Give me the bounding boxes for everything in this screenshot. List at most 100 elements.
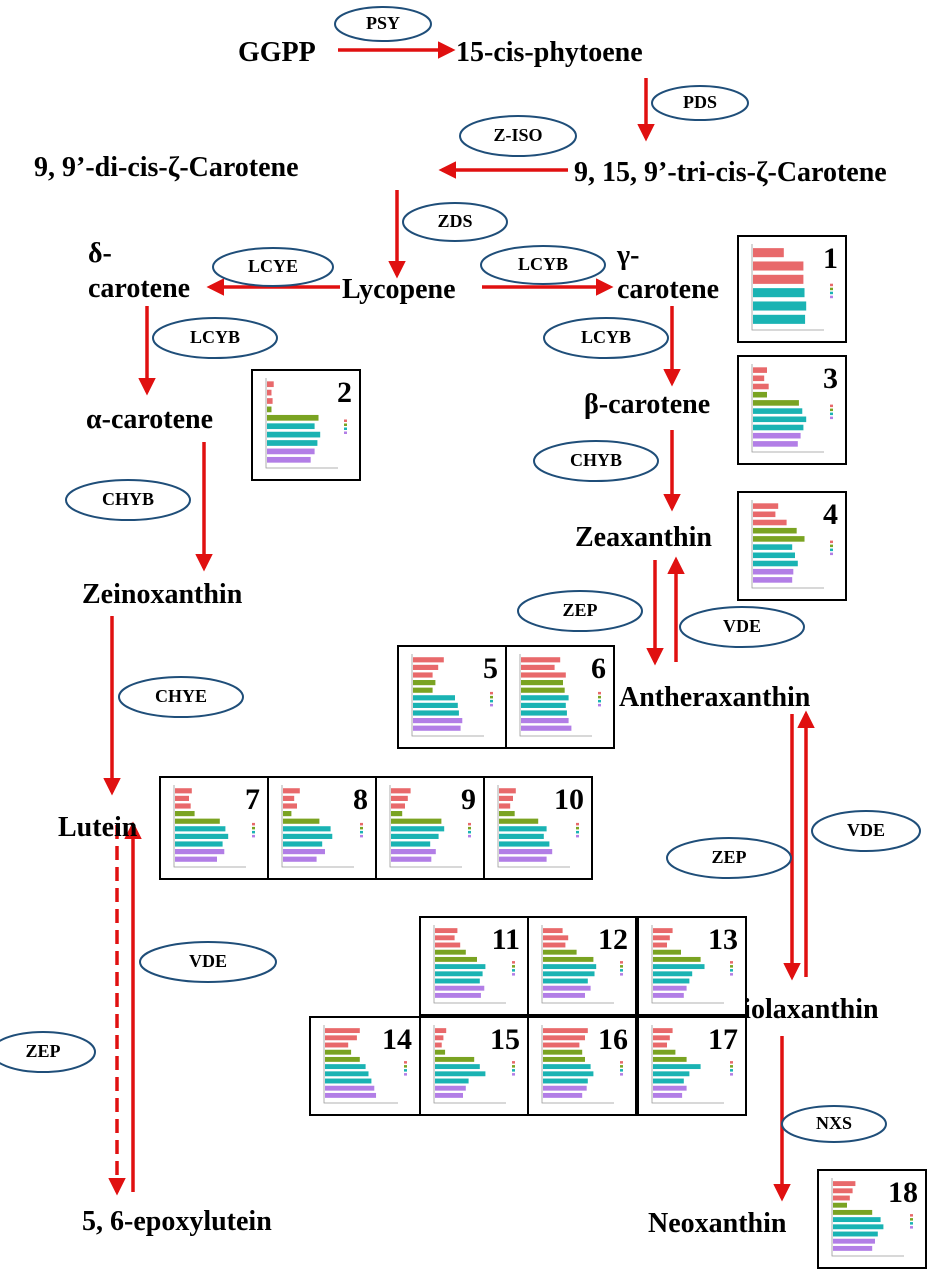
panel-legend-swatch (830, 283, 833, 287)
panel-bar (653, 1042, 667, 1048)
panel-legend-swatch (620, 961, 623, 964)
panel-axes (651, 925, 724, 1004)
panel-number-12: 12 (598, 923, 628, 956)
panel-bar (325, 1092, 377, 1098)
heatmap-panel-16: 16 (527, 1016, 637, 1116)
panel-bar (175, 826, 226, 832)
panel-bar (325, 1035, 357, 1041)
panel-bar (413, 657, 444, 663)
panel-bar (267, 440, 318, 446)
panel-bar (521, 702, 566, 708)
panel-bar (283, 826, 331, 832)
panel-bar (753, 408, 803, 414)
panel-bar (543, 978, 588, 984)
panel-bar (283, 856, 317, 862)
enzyme-label-chyb-left: CHYB (102, 489, 154, 509)
compound-delta-carotene-line1: δ- (88, 238, 112, 269)
panel-legend-swatch (468, 826, 471, 830)
panel-bar (499, 803, 511, 809)
panel-legend-swatch (490, 691, 493, 695)
panel-bar (283, 833, 333, 839)
panel-bar (435, 1035, 444, 1041)
panel-bar (391, 833, 439, 839)
panel-bar (325, 1056, 360, 1062)
panel-bar (391, 841, 431, 847)
compound-zeaxanthin: Zeaxanthin (575, 522, 712, 553)
panel-bar (543, 1085, 587, 1091)
panel-number-16: 16 (598, 1023, 628, 1056)
panel-legend-swatch (830, 552, 833, 556)
panel-bar (521, 725, 572, 731)
heatmap-panel-7: 7 (159, 776, 269, 880)
panel-legend-swatch (344, 423, 347, 426)
compound-ggpp: GGPP (238, 37, 316, 68)
panel-legend-swatch (576, 830, 579, 834)
heatmap-panel-14: 14 (309, 1016, 421, 1116)
panel-legend-swatch (730, 1065, 733, 1068)
panel-bar (521, 664, 555, 670)
panel-number-18: 18 (888, 1176, 918, 1209)
panel-legend-swatch (910, 1222, 913, 1225)
enzyme-ellipse-zep-anth (666, 837, 792, 879)
panel-bar (543, 1078, 588, 1084)
heatmap-panel-10: 10 (483, 776, 593, 880)
panel-bar (413, 710, 459, 716)
panel-bar (753, 424, 804, 431)
panel-legend-swatch (730, 1073, 733, 1076)
compound-alpha-carotene: α-carotene (86, 404, 213, 435)
panel-bar (435, 935, 455, 941)
enzyme-label-zep-lut: ZEP (25, 1041, 60, 1061)
panel-axes (519, 654, 592, 737)
panel-bar (521, 695, 569, 701)
enzyme-ellipse-lcyb-left (152, 317, 278, 359)
heatmap-panel-1: 1 (737, 235, 847, 343)
panel-legend-swatch (830, 412, 833, 416)
panel-legend-swatch (512, 965, 515, 968)
panel-number-2: 2 (337, 376, 352, 409)
panel-bar (653, 985, 687, 991)
enzyme-label-psy: PSY (366, 13, 400, 33)
panel-axes (265, 378, 338, 469)
panel-bar (283, 795, 295, 801)
panel-bar (521, 710, 567, 716)
enzyme-label-vde-lut: VDE (189, 951, 227, 971)
panel-bar (543, 942, 566, 948)
panel-bar (753, 560, 798, 567)
panel-legend-swatch (576, 826, 579, 830)
heatmap-panel-5: 5 (397, 645, 507, 749)
panel-bar (267, 431, 321, 438)
panel-bar (521, 672, 566, 678)
panel-bar (391, 788, 411, 794)
enzyme-ellipse-pds (651, 85, 749, 121)
panel-bar (753, 301, 807, 311)
enzyme-label-zds: ZDS (437, 211, 472, 231)
panel-legend-swatch (910, 1214, 913, 1217)
panel-bar (833, 1188, 853, 1194)
panel-bar (521, 718, 569, 724)
compound-antheraxanthin: Antheraxanthin (619, 682, 811, 713)
panel-bar (753, 375, 765, 382)
panel-bar (391, 818, 442, 824)
panel-legend-swatch (404, 1069, 407, 1072)
panel-legend-swatch (830, 416, 833, 420)
panel-legend-swatch (490, 695, 493, 699)
panel-bar (413, 672, 433, 678)
panel-legend-swatch (512, 1069, 515, 1072)
panel-bar (833, 1217, 881, 1223)
panel-bar (435, 1085, 466, 1091)
panel-bar (753, 511, 776, 518)
panel-number-11: 11 (492, 923, 520, 956)
panel-legend-swatch (598, 691, 601, 695)
enzyme-ellipse-lcye (212, 247, 334, 287)
panel-bar (391, 849, 436, 855)
panel-bar (833, 1202, 847, 1208)
heatmap-panel-3: 3 (737, 355, 847, 465)
panel-bar (833, 1231, 878, 1237)
panel-legend-swatch (620, 1069, 623, 1072)
panel-legend-swatch (360, 822, 363, 826)
panel-bar (267, 406, 272, 413)
panel-bar (435, 992, 481, 998)
panel-bar (653, 964, 705, 970)
panel-bar (543, 1064, 591, 1070)
panel-axes (323, 1025, 398, 1104)
